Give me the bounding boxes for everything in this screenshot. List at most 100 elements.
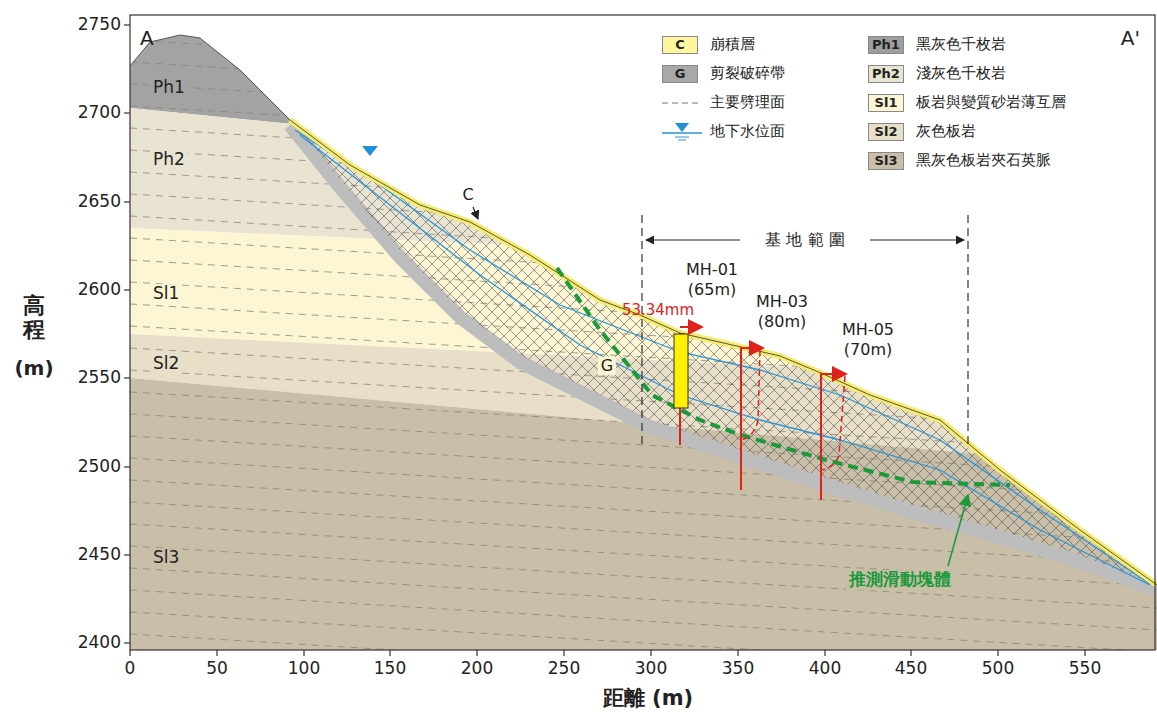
legend-text: 淺灰色千枚岩 <box>916 65 1006 82</box>
tick <box>124 554 130 555</box>
tick <box>910 650 911 656</box>
borehole-label: (80m) <box>758 313 806 331</box>
axis-number: 500 <box>982 659 1014 679</box>
legend-code: Ph2 <box>872 67 900 82</box>
sliding-mass-hatch <box>290 118 1157 585</box>
axis-number: 2650 <box>78 192 121 212</box>
groundwater-line <box>295 130 1150 584</box>
layer-label: Ph2 <box>150 150 188 170</box>
axis-number: 200 <box>461 659 493 679</box>
displacement-arrow <box>680 326 702 328</box>
leader-arrow <box>473 207 478 219</box>
cleavage-line <box>130 568 1157 630</box>
cleavage-line <box>130 678 1157 724</box>
tick <box>124 466 130 467</box>
tick <box>124 642 130 643</box>
axis-number: 2550 <box>78 368 121 388</box>
cleavage-line <box>130 84 1157 146</box>
displacement-arrow <box>821 373 846 375</box>
cleavage-line <box>130 150 1157 212</box>
tick <box>997 650 998 656</box>
legend-text: 板岩與變質砂岩薄互層 <box>916 94 1066 111</box>
tick <box>389 650 390 656</box>
cleavage-line <box>130 194 1157 256</box>
axis-number: 2750 <box>78 15 121 35</box>
range-arrow <box>646 239 740 240</box>
legend-code: Sl1 <box>875 96 898 111</box>
tick <box>303 650 304 656</box>
cleavage-line <box>130 260 1157 322</box>
tick <box>476 650 477 656</box>
legend-text: 灰色板岩 <box>916 123 976 140</box>
plot-frame <box>130 15 1155 650</box>
tick <box>124 201 130 202</box>
layer-label: Sl1 <box>150 284 182 304</box>
axis-number: 0 <box>125 659 136 679</box>
axis-title: (m) <box>14 357 53 380</box>
ground-surface <box>130 35 1157 585</box>
tick <box>737 650 738 656</box>
tick <box>129 650 130 656</box>
layer-label: Sl3 <box>150 548 182 568</box>
borehole-label: MH-05 <box>842 321 894 339</box>
axis-number: 2400 <box>78 633 121 653</box>
legend-text: 崩積層 <box>710 36 755 53</box>
borehole-displacement <box>674 334 688 408</box>
cleavage-line <box>130 546 1157 608</box>
sliding-surface <box>557 268 1010 485</box>
cleavage-line <box>130 590 1157 652</box>
section-end: A' <box>1121 27 1140 50</box>
strata <box>130 15 1157 724</box>
axis-title: 距離 (m) <box>603 686 693 710</box>
axis-title: 高程 <box>23 294 45 342</box>
layer-label: C <box>462 186 473 204</box>
axis-number: 250 <box>548 659 580 679</box>
axis-number: 350 <box>722 659 754 679</box>
range-line <box>641 215 642 445</box>
borehole <box>820 373 822 500</box>
range-line <box>967 215 968 445</box>
cleavage-line <box>130 172 1157 234</box>
legend-text: 主要劈理面 <box>710 94 785 111</box>
colluvium <box>290 120 1157 585</box>
legend-line-sample <box>662 122 702 142</box>
range-label: 基 地 範 圍 <box>765 231 844 249</box>
legend-text: 黑灰色千枚岩 <box>916 36 1006 53</box>
water-table-symbol <box>362 146 378 156</box>
legend-code: Sl3 <box>875 154 898 169</box>
legend-text: 剪裂破碎帶 <box>710 65 785 82</box>
axis-number: 50 <box>206 659 228 679</box>
tick <box>124 24 130 25</box>
legend-code: G <box>675 67 686 82</box>
cleavage-line <box>130 216 1157 278</box>
legend-text: 地下水位面 <box>710 123 785 140</box>
legend-text: 黑灰色板岩夾石英脈 <box>916 152 1051 169</box>
axis-number: 300 <box>635 659 667 679</box>
leader-arrow <box>948 495 968 566</box>
axis-number: 400 <box>809 659 841 679</box>
axis-number: 100 <box>288 659 320 679</box>
tick <box>124 112 130 113</box>
legend-code: Ph1 <box>872 38 900 53</box>
cleavage-lines <box>130 40 1157 724</box>
borehole-label: MH-03 <box>756 293 808 311</box>
tick <box>216 650 217 656</box>
legend-code: Sl2 <box>875 125 898 140</box>
axis-number: 2700 <box>78 103 121 123</box>
cleavage-line <box>130 656 1157 718</box>
axis-number: 2600 <box>78 280 121 300</box>
axis-number: 2450 <box>78 545 121 565</box>
borehole <box>740 347 742 490</box>
axis-number: 150 <box>374 659 406 679</box>
axis-number: 2500 <box>78 457 121 477</box>
layer-label: G <box>598 357 616 375</box>
tick <box>124 289 130 290</box>
axis-ticks <box>124 25 1085 656</box>
tick <box>124 377 130 378</box>
layer-label: Ph1 <box>150 78 188 98</box>
tick <box>650 650 651 656</box>
displacement-profile <box>821 376 845 470</box>
displacement-value: 53.34mm <box>622 302 694 319</box>
tick <box>1084 650 1085 656</box>
axis-number: 550 <box>1069 659 1101 679</box>
